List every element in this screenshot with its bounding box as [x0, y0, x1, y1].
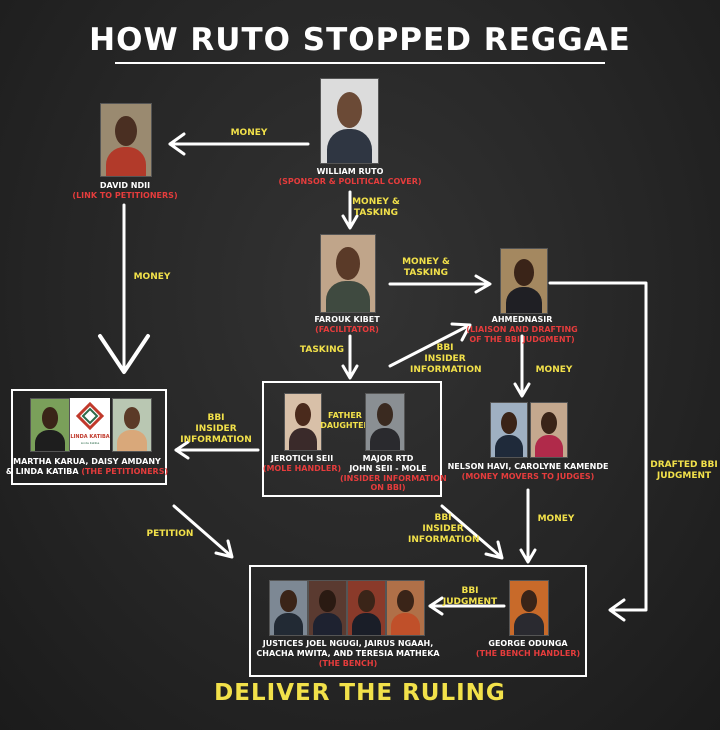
arrowhead-ruto-kibet	[341, 214, 359, 230]
ndii-name: DAVID NDII	[99, 181, 151, 190]
john-seii-name-line1: MAJOR RTD	[362, 454, 414, 463]
petitioners-role: (THE PETITIONERS)	[81, 467, 169, 476]
karua-photo	[30, 398, 70, 452]
mwita-photo	[347, 580, 386, 636]
label-kibet-ahmednasir-line1: MONEY &	[402, 257, 450, 267]
arrowhead-ndii-petitioners	[98, 334, 150, 374]
label-odunga-bench-line2: JUDGMENT	[442, 597, 498, 607]
bench-box	[249, 565, 587, 677]
kamende-photo	[530, 402, 568, 458]
arrowhead-odunga-bench	[428, 596, 444, 616]
label-seii-odunga-line1: BBI	[434, 513, 452, 523]
title-underline	[115, 62, 605, 64]
ndii-photo	[100, 103, 152, 177]
label-petitioners-bench: PETITION	[146, 529, 194, 539]
label-ahmednasir-odunga-line2: JUDGMENT	[656, 471, 712, 481]
ahmednasir-name: AHMEDNASIR	[491, 315, 553, 324]
odunga-name: GEORGE ODUNGA	[488, 639, 568, 648]
relation-label-line1: FATHER	[328, 411, 362, 420]
label-ahmednasir-havi: MONEY	[535, 365, 573, 375]
label-havi-odunga: MONEY	[537, 514, 575, 524]
arrowhead-kibet-ahmednasir	[474, 274, 492, 294]
kibet-role: (FACILITATOR)	[315, 325, 379, 334]
label-kibet-ahmednasir-line2: TASKING	[403, 268, 449, 278]
arrowhead-seii-petitioners	[174, 440, 190, 460]
linda-katiba-logo-tagline: Linda Katiba	[80, 441, 100, 445]
petitioners-name-line2: & LINDA KATIBA (THE PETITIONERS)	[0, 467, 187, 477]
label-ahmednasir-odunga-line1: DRAFTED BBI	[650, 460, 718, 470]
havi-name: NELSON HAVI, CAROLYNE KAMENDE	[447, 462, 609, 471]
label-odunga-bench-line1: BBI	[461, 586, 479, 596]
label-seii-petitioners-line1: BBI	[207, 413, 225, 423]
label-seii-odunga-line3: INFORMATION	[408, 535, 480, 545]
petitioners-box	[11, 389, 167, 485]
havi-role: (MONEY MOVERS TO JUDGES)	[461, 472, 595, 481]
label-kibet-seii: TASKING	[299, 345, 345, 355]
petitioners-name-line2-text: & LINDA KATIBA	[5, 467, 79, 476]
linda-katiba-emblem-icon	[75, 401, 105, 431]
label-ndii-petitioners: MONEY	[133, 272, 171, 282]
ndii-role: (LINK TO PETITIONERS)	[72, 191, 178, 200]
label-seii-ahmednasir-line3: INFORMATION	[410, 365, 482, 375]
ngugi-photo	[269, 580, 308, 636]
odunga-role: (THE BENCH HANDLER)	[475, 649, 581, 658]
john-seii-role-line1: (INSIDER INFORMATION	[340, 474, 447, 483]
amdany-photo	[112, 398, 152, 452]
arrowhead-petitioners-bench	[214, 539, 234, 559]
diagram-title: HOW RUTO STOPPED REGGAE	[89, 22, 631, 58]
arrowhead-seii-odunga	[484, 540, 504, 560]
label-ruto-kibet-line1: MONEY &	[352, 197, 400, 207]
john-seii-role-line2: ON BBI)	[370, 483, 406, 492]
arrow-petitioners-bench	[172, 504, 232, 557]
bench-name-line1: JUSTICES JOEL NGUGI, JAIRUS NGAAH,	[262, 639, 434, 648]
ruto-photo	[320, 78, 379, 164]
bench-role: (THE BENCH)	[318, 659, 378, 668]
ahmednasir-role-line1: (LIAISON AND DRAFTING	[466, 325, 578, 334]
ahmednasir-role-line2: OF THE BBI JUDGMENT)	[469, 335, 575, 344]
arrowhead-havi-odunga	[519, 548, 537, 564]
arrowhead-ahmednasir-havi	[513, 382, 531, 398]
ruto-name: WILLIAM RUTO	[316, 167, 384, 176]
label-seii-petitioners-line3: INFORMATION	[180, 435, 252, 445]
arrow-seii-ahmednasir	[388, 324, 470, 368]
label-seii-odunga-line2: INSIDER	[422, 524, 464, 534]
ruto-role: (SPONSOR & POLITICAL COVER)	[278, 177, 422, 186]
label-seii-ahmednasir-line2: INSIDER	[424, 354, 466, 364]
jerotich-name: JEROTICH SEII	[270, 454, 334, 463]
ahmednasir-photo	[500, 248, 548, 314]
bench-name-line2: CHACHA MWITA, AND TERESIA MATHEKA	[256, 649, 440, 658]
arrowhead-seii-ahmednasir	[450, 322, 472, 342]
petitioners-name-line1: MARTHA KARUA, DAISY AMDANY	[13, 457, 161, 466]
label-ruto-ndii: MONEY	[230, 128, 268, 138]
jerotich-photo	[284, 393, 322, 451]
relation-label-line2: DAUGHTER	[320, 421, 370, 430]
label-seii-ahmednasir-line1: BBI	[436, 343, 454, 353]
havi-photo	[490, 402, 528, 458]
arrow-seii-odunga	[440, 504, 502, 558]
arrowhead-ahmednasir-odunga	[608, 598, 626, 622]
seii-box	[262, 381, 442, 497]
kibet-photo	[320, 234, 376, 313]
linda-katiba-logo-text: LINDA KATIBA	[70, 434, 110, 440]
john-seii-name-line2: JOHN SEII - MOLE	[349, 464, 427, 473]
label-ruto-kibet-line2: TASKING	[353, 208, 399, 218]
jerotich-role: (MOLE HANDLER)	[262, 464, 342, 473]
linda-katiba-logo: LINDA KATIBA Linda Katiba	[70, 398, 110, 450]
arrowhead-ruto-ndii	[168, 132, 186, 156]
arrowhead-kibet-seii	[341, 364, 359, 380]
john-seii-photo	[365, 393, 405, 451]
odunga-photo	[509, 580, 549, 636]
label-seii-petitioners-line2: INSIDER	[195, 424, 237, 434]
arrow-ahmednasir-odunga	[548, 281, 648, 612]
deliver-the-ruling-caption: DELIVER THE RULING	[214, 680, 506, 706]
ngaah-photo	[308, 580, 347, 636]
matheka-photo	[386, 580, 425, 636]
kibet-name: FAROUK KIBET	[314, 315, 380, 324]
